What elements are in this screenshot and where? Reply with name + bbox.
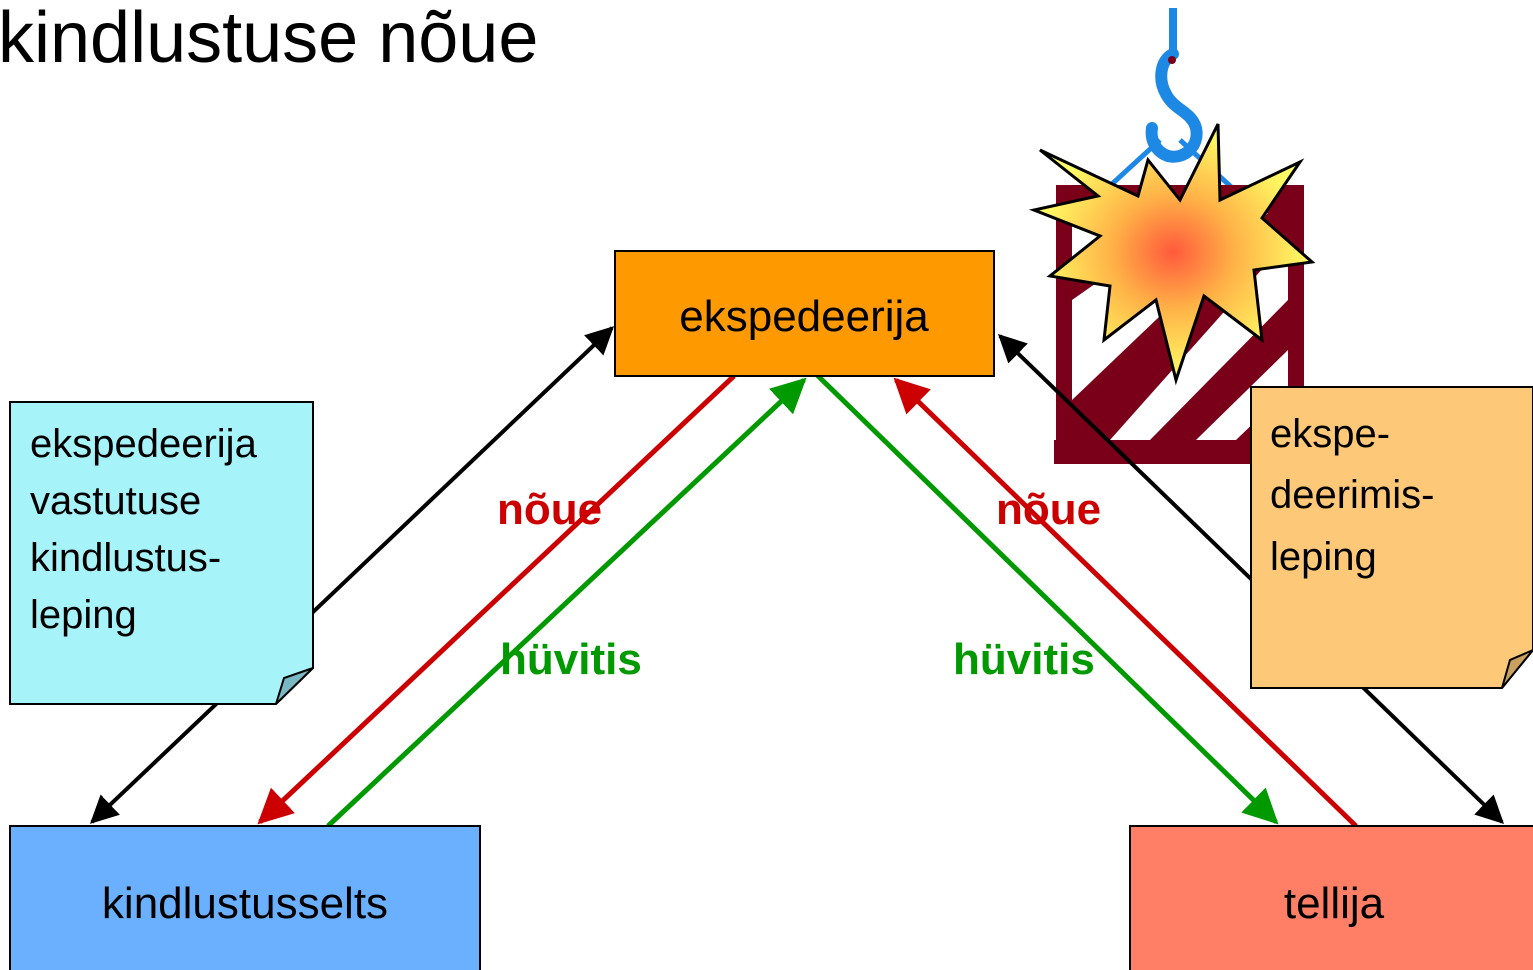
- node-insurer-label: kindlustusselts: [102, 879, 388, 928]
- compensation-arrow-left: [326, 377, 807, 828]
- note-forwarding-contract-line: ekspe-: [1270, 412, 1390, 456]
- note-forwarding-contract-line: leping: [1270, 535, 1377, 579]
- node-forwarder-box: [614, 250, 995, 377]
- node-client: tellija: [1129, 825, 1533, 970]
- node-client-box: [1129, 825, 1533, 970]
- note-forwarding-contract-line: deerimis-: [1270, 473, 1434, 517]
- node-insurer-box: [9, 825, 481, 970]
- claim-label-right: nõue: [996, 485, 1101, 534]
- node-forwarder: ekspedeerija: [614, 250, 995, 377]
- note-liability-insurance-line: kindlustus-: [30, 536, 221, 580]
- claim-arrow-right: [893, 377, 1358, 828]
- node-insurer: kindlustusselts: [9, 825, 481, 970]
- node-client-label: tellija: [1284, 879, 1385, 928]
- note-liability-insurance-line: vastutuse: [30, 479, 201, 523]
- note-liability-insurance-fold: [275, 667, 314, 705]
- compensation-label-right: hüvitis: [953, 635, 1095, 684]
- note-liability-insurance: ekspedeerija vastutuse kindlustus- lepin…: [9, 401, 314, 705]
- note-forwarding-contract-fold: [1501, 649, 1533, 689]
- claim-arrow-left: [257, 374, 736, 825]
- compensation-label-left: hüvitis: [500, 635, 642, 684]
- node-forwarder-label: ekspedeerija: [679, 292, 929, 341]
- insurer-forwarder-contract-link: [89, 326, 615, 824]
- compensation-arrow-right: [814, 372, 1279, 825]
- claim-label-left: nõue: [497, 485, 602, 534]
- note-liability-insurance-line: leping: [30, 593, 137, 637]
- note-forwarding-contract: ekspe- deerimis- leping: [1250, 386, 1533, 689]
- note-liability-insurance-line: ekspedeerija: [30, 422, 258, 466]
- page-title: kindlustuse nõue: [0, 0, 538, 78]
